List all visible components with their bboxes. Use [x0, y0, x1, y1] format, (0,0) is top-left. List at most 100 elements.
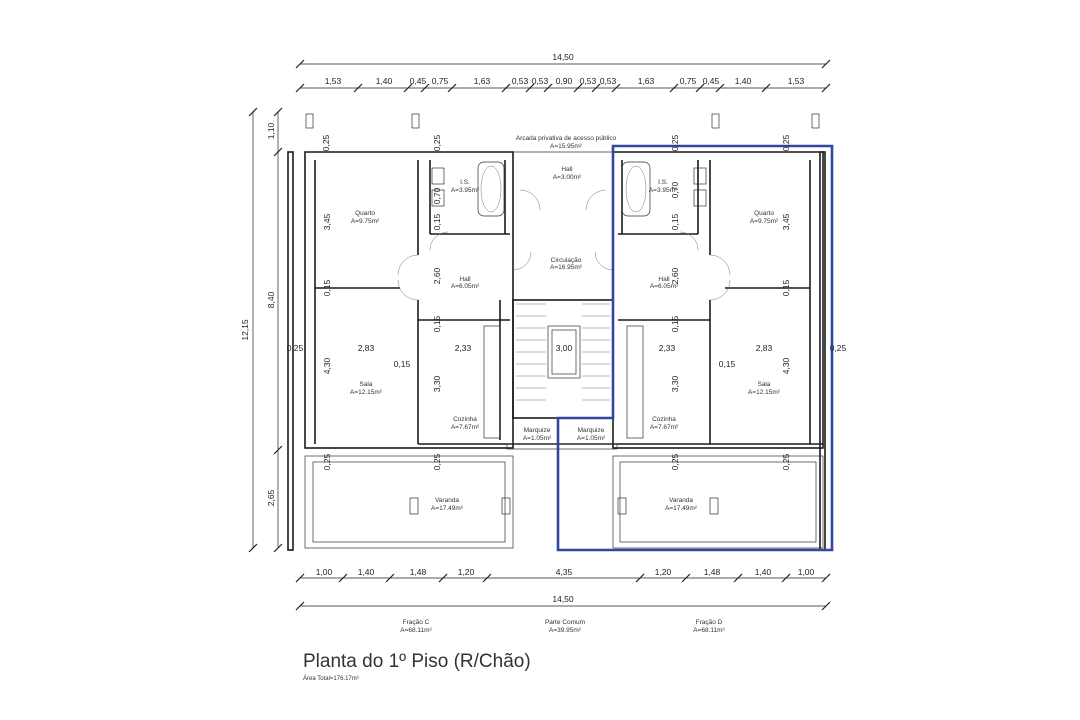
room-varanda-l-name: Varanda: [435, 497, 459, 504]
arcade-columns: [305, 113, 820, 129]
dim-cozinha-h: 3,30: [432, 375, 442, 392]
room-marquize-l-name: Marquize: [524, 427, 551, 434]
dim-sala: 2,83: [358, 343, 375, 353]
dim-tick: [338, 573, 348, 583]
dim-left-top: 1,10: [266, 122, 276, 139]
room-hall-l-name: Hall: [459, 276, 471, 283]
dim-is: 0,70: [432, 187, 442, 204]
dim-tick: [591, 83, 601, 93]
summary-area: A=68.11m²: [400, 627, 432, 634]
room-hall-r-name: Hall: [658, 276, 670, 283]
summary-name: Fração D: [696, 619, 723, 626]
dim-wall: 0,15: [322, 279, 332, 296]
dim-is: 0,70: [670, 181, 680, 198]
room-cozinha-l-name: Cozinha: [453, 416, 477, 423]
dim-tick: [501, 83, 511, 93]
room-varanda-r-area: A=17.49m²: [665, 505, 698, 512]
dim-tick: [669, 83, 679, 93]
dim-left-overall: 12,15: [240, 319, 250, 341]
dim-wall: 0,25: [781, 453, 791, 470]
dim-quarto: 3,45: [781, 213, 791, 230]
room-sala-l-name: Sala: [359, 381, 372, 388]
room-is-r-area: A=3.95m²: [649, 187, 678, 194]
dim-hall: 2,60: [670, 267, 680, 284]
dim-bottom-overall: 14,50: [552, 594, 574, 604]
dim-left-inner: 8,40: [266, 291, 276, 308]
dim-wall: 0,25: [830, 343, 847, 353]
room-sala-r-name: Sala: [757, 381, 770, 388]
room-circulacao-name: Circulação: [551, 257, 582, 264]
room-is-l-name: I.S.: [460, 179, 470, 186]
room-arcada-area: A=15.95m²: [550, 143, 583, 150]
dim-top-seg: 0,53: [600, 76, 617, 86]
fraction-highlight: [556, 144, 834, 552]
dim-wall: 0,15: [670, 315, 680, 332]
dim-bottom-seg: 1,20: [655, 567, 672, 577]
dim-wall: 0,15: [719, 359, 736, 369]
dim-top-seg: 0,45: [410, 76, 427, 86]
room-sala-l-area: A=12.15m²: [350, 389, 383, 396]
dim-bottom-seg: 1,40: [755, 567, 772, 577]
room-varanda-l-area: A=17.49m²: [431, 505, 464, 512]
left-dimensions: 12,15 1,10 8,40 2,65: [240, 107, 283, 553]
dim-wall: 0,15: [670, 213, 680, 230]
summary-area: A=68.11m²: [693, 627, 725, 634]
dim-top-seg: 1,53: [788, 76, 805, 86]
room-marquize-r-name: Marquize: [578, 427, 605, 434]
drawing-title: Planta do 1º Piso (R/Chão): [303, 651, 531, 672]
door-swings: [397, 189, 731, 301]
area-summary: Fração C A=68.11m² Parte Comum A=39.95m²…: [400, 619, 725, 634]
dim-tick: [295, 573, 305, 583]
dim-tick: [573, 83, 583, 93]
dim-wall: 0,25: [781, 134, 791, 151]
dim-stair: 3,00: [556, 343, 573, 353]
dim-top-seg: 0,53: [512, 76, 529, 86]
dim-bottom-seg: 1,48: [704, 567, 721, 577]
dim-top-seg: 1,63: [474, 76, 491, 86]
room-hall-r-area: A=6.05m²: [650, 283, 679, 290]
summary-area: A=39.95m²: [549, 627, 582, 634]
dim-cozinha-h: 3,30: [670, 375, 680, 392]
dim-top-seg: 1,53: [325, 76, 342, 86]
dim-top-seg: 1,40: [735, 76, 752, 86]
dim-tick: [781, 573, 791, 583]
room-hall-l-area: A=6.05m²: [451, 283, 480, 290]
total-area: Área Total=176.17m²: [303, 675, 359, 682]
dim-tick: [681, 573, 691, 583]
bottom-dimensions: 1,00 1,40 1,48 1,20 4,35 1,20 1,48 1,40 …: [295, 567, 831, 611]
dim-cozinha: 2,33: [455, 343, 472, 353]
dim-tick: [761, 83, 771, 93]
dim-top-seg: 0,90: [556, 76, 573, 86]
dim-sala: 2,83: [756, 343, 773, 353]
dim-cozinha: 2,33: [659, 343, 676, 353]
dim-bottom-seg: 1,00: [316, 567, 333, 577]
dim-top-seg: 0,75: [680, 76, 697, 86]
room-quarto-r-area: A=9.75m²: [750, 218, 779, 225]
room-hall-top-area: A=3.00m²: [553, 174, 582, 181]
room-marquize-r-area: A=1.05m²: [577, 435, 606, 442]
dim-tick: [447, 83, 457, 93]
dim-wall: 0,25: [322, 453, 332, 470]
balconies: [304, 455, 824, 549]
dim-top-seg: 0,53: [580, 76, 597, 86]
dim-tick: [733, 573, 743, 583]
room-circulacao-area: A=16.95m²: [550, 264, 583, 271]
dim-tick: [295, 83, 305, 93]
dim-wall: 0,25: [670, 134, 680, 151]
dim-top-overall: 14,50: [552, 52, 574, 62]
dim-tick: [543, 83, 553, 93]
summary-name: Fração C: [403, 619, 430, 626]
interior-dims: 0,25 0,25 0,25 0,25 3,45 3,45 0,70 0,70 …: [287, 134, 847, 470]
dim-bottom-seg: 1,40: [358, 567, 375, 577]
dim-wall: 0,15: [394, 359, 411, 369]
dim-tick: [403, 83, 413, 93]
dim-wall: 0,25: [670, 453, 680, 470]
dim-hall: 2,60: [432, 267, 442, 284]
room-cozinha-r-area: A=7.67m²: [650, 424, 679, 431]
room-cozinha-r-name: Cozinha: [652, 416, 676, 423]
room-quarto-r-name: Quarto: [754, 210, 774, 217]
dim-wall: 0,15: [432, 315, 442, 332]
room-cozinha-l-area: A=7.67m²: [451, 424, 480, 431]
dim-tick: [353, 83, 363, 93]
